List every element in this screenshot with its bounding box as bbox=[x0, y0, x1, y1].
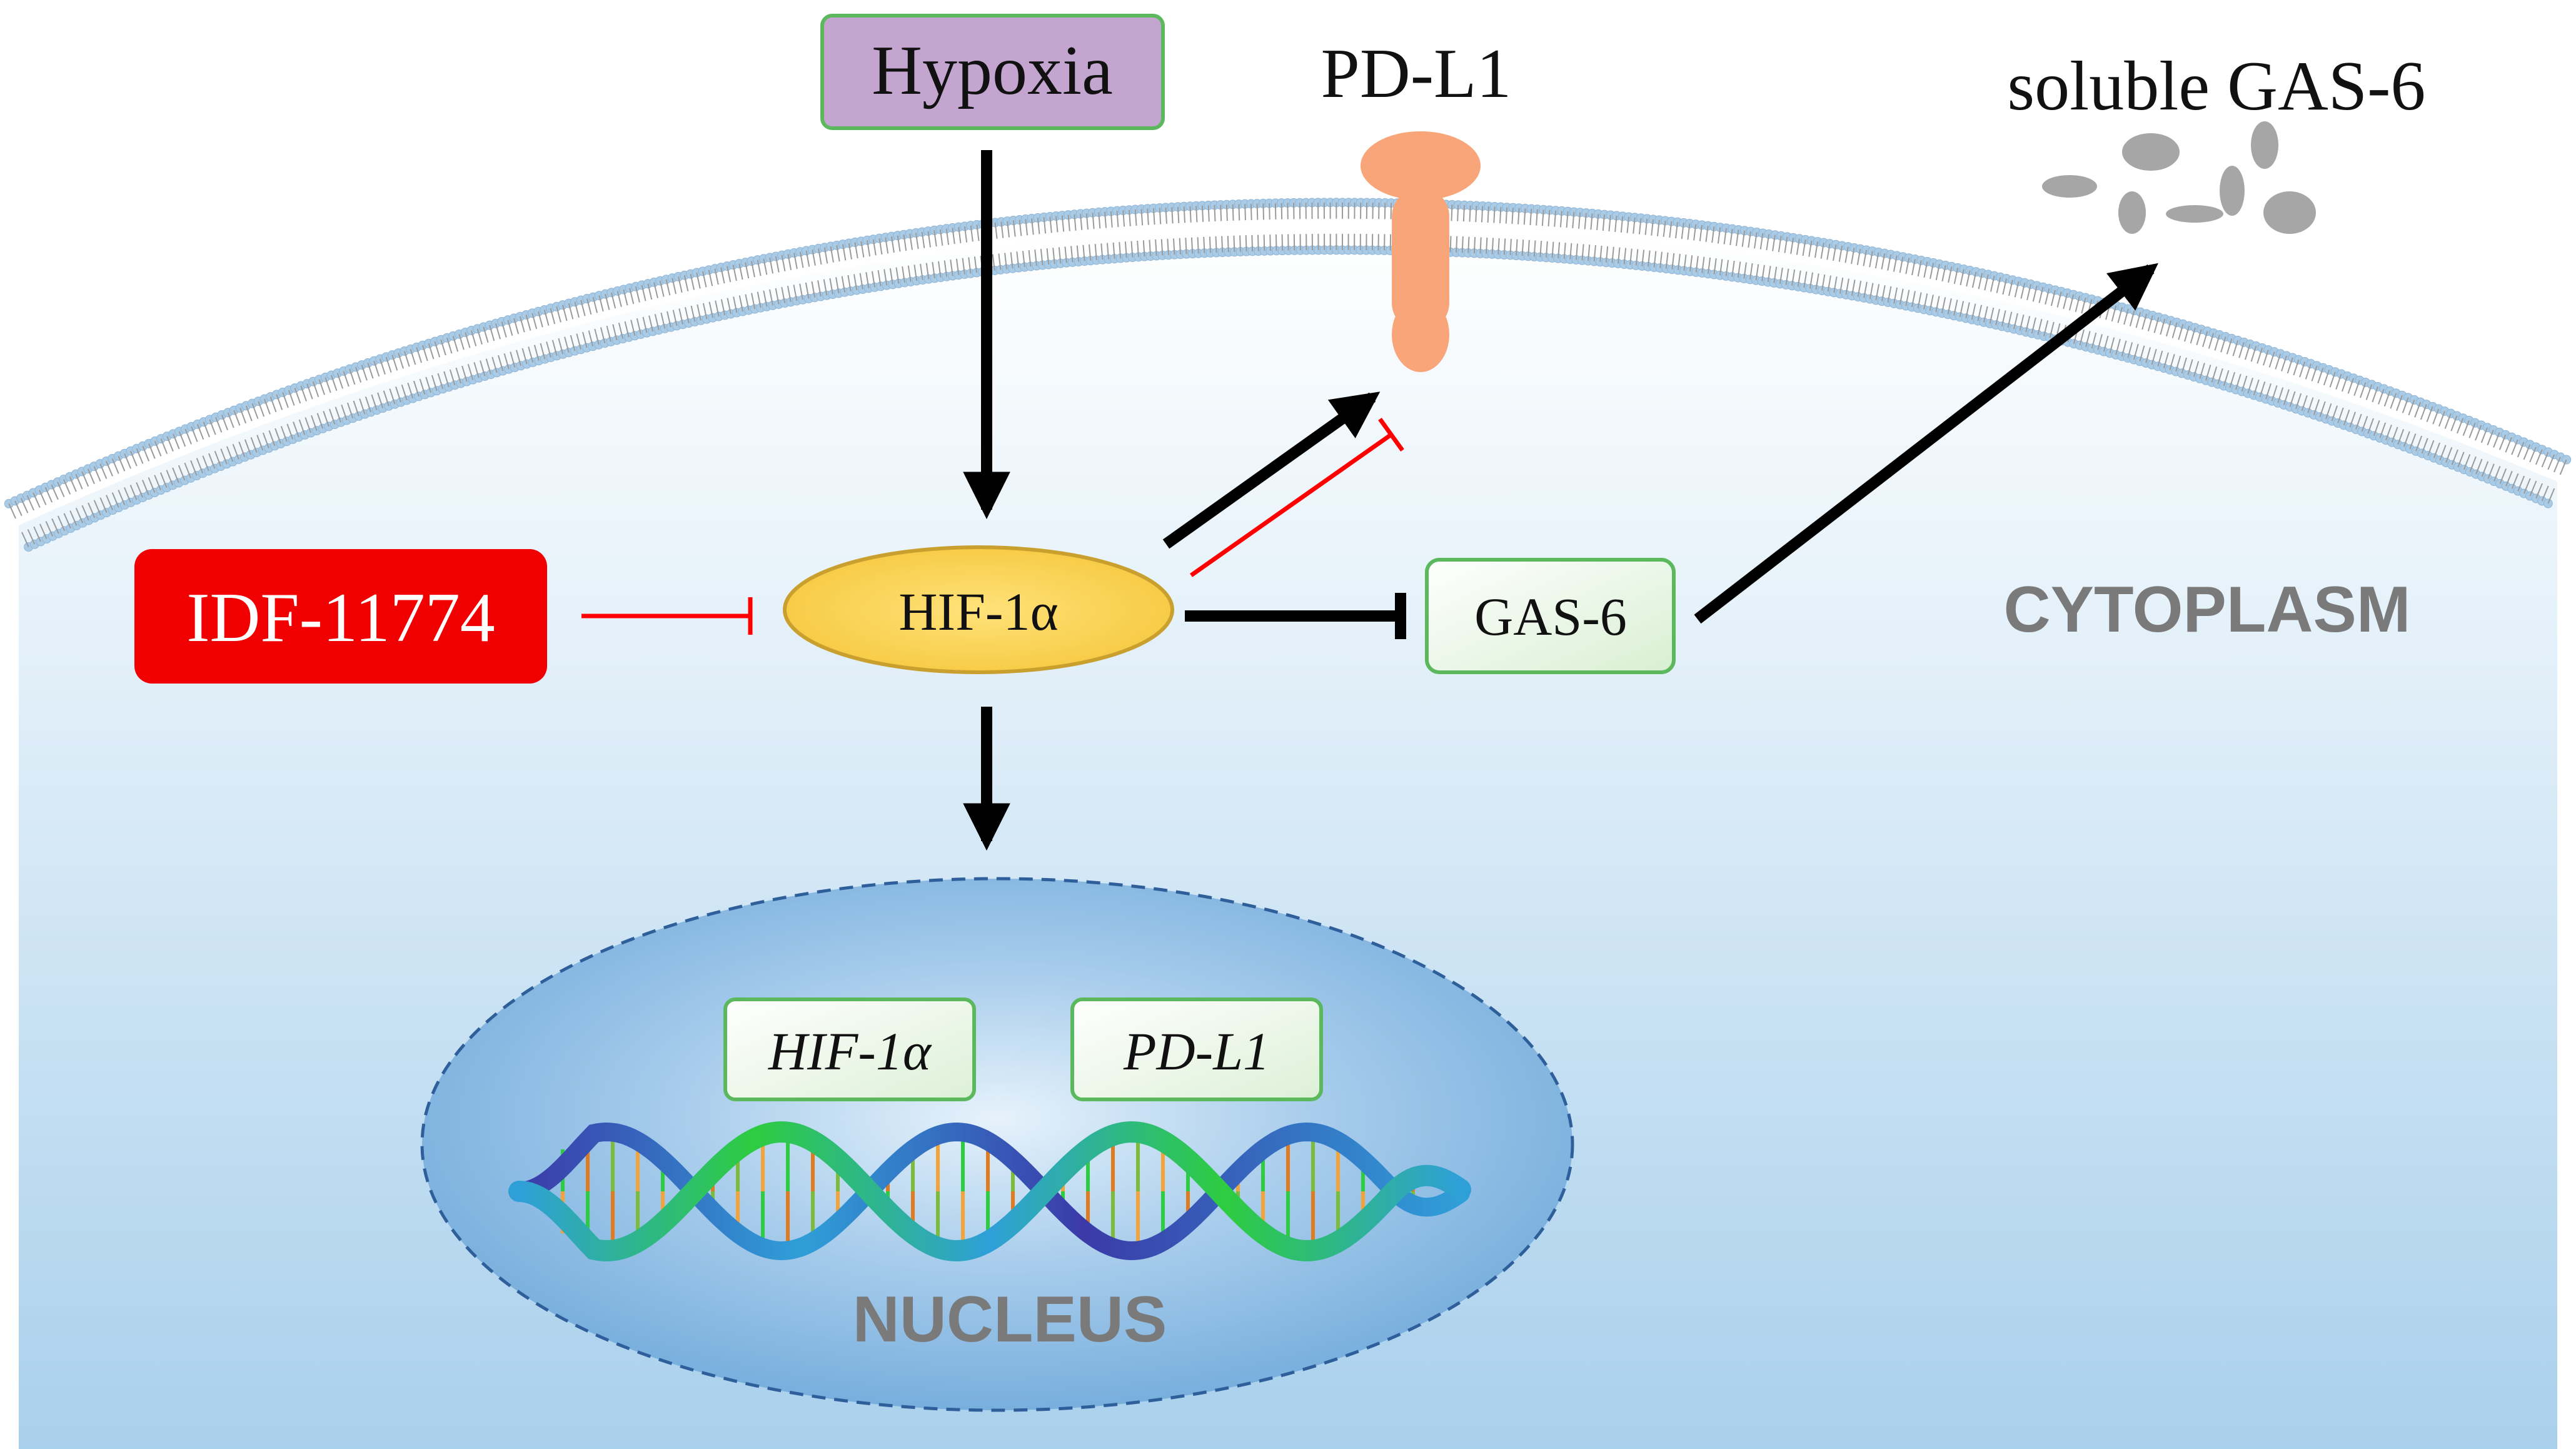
arrows bbox=[581, 150, 2158, 851]
nucleus-label: NUCLEUS bbox=[853, 1283, 1167, 1356]
cytoplasm-label: CYTOPLASM bbox=[2003, 573, 2410, 646]
gas6-protein-node: GAS-6 bbox=[1425, 558, 1676, 674]
hif1a-gene-node: HIF-1α bbox=[723, 997, 976, 1101]
gas6-protein-label: GAS-6 bbox=[1474, 587, 1627, 647]
inhibitor-node: IDF-11774 bbox=[134, 549, 547, 684]
hypoxia-label: Hypoxia bbox=[872, 32, 1113, 109]
arrow-gas6-to-soluble bbox=[1694, 263, 2158, 624]
pdl1-protein-label: PD-L1 bbox=[1321, 35, 1512, 113]
hif1a-gene-label: HIF-1α bbox=[768, 1021, 932, 1081]
hif1a-protein-node: HIF-1α bbox=[783, 545, 1174, 674]
soluble-particles-icon bbox=[2042, 121, 2316, 234]
lipid-bilayer-icon bbox=[4, 198, 2572, 552]
inhibitor-label: IDF-11774 bbox=[186, 579, 495, 657]
pd-l1-receptor-icon bbox=[1361, 131, 1481, 372]
pdl1-gene-label: PD-L1 bbox=[1123, 1021, 1270, 1081]
pdl1-gene-node: PD-L1 bbox=[1070, 997, 1323, 1101]
dna-double-helix-icon bbox=[508, 1121, 1471, 1262]
soluble-gas6-label: soluble GAS-6 bbox=[2008, 48, 2426, 125]
hypoxia-node: Hypoxia bbox=[820, 14, 1165, 130]
arrow-hif-to-pdl1 bbox=[1162, 391, 1381, 549]
hif1a-protein-label: HIF-1α bbox=[898, 582, 1058, 642]
inhibit-to-pdl1 bbox=[1189, 433, 1393, 577]
